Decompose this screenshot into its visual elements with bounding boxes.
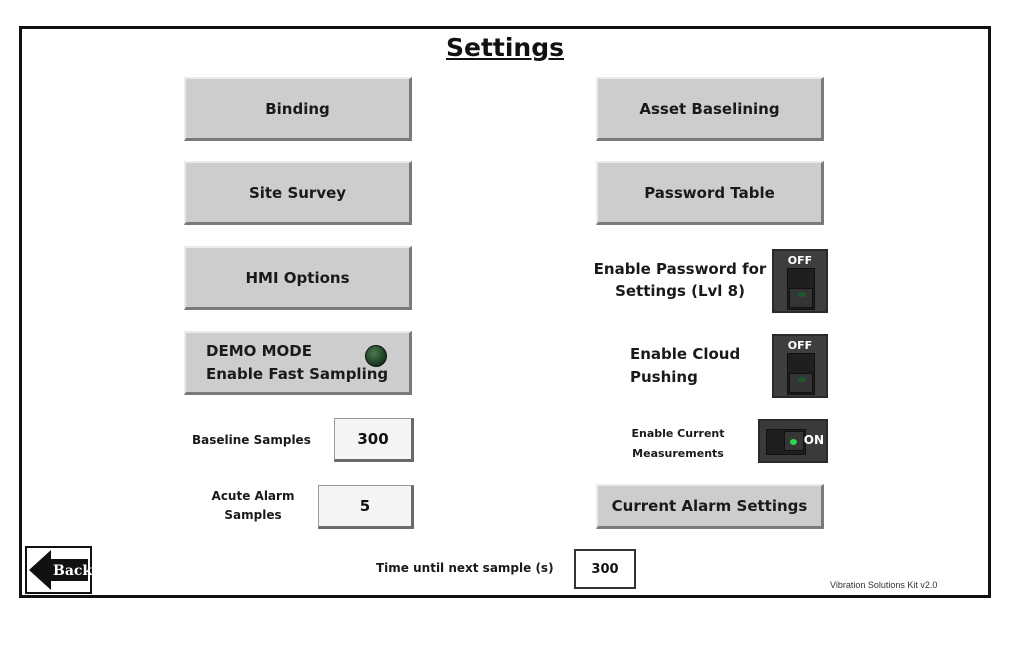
acute-alarm-samples-input[interactable]: 5 xyxy=(318,485,414,529)
toggle-knob xyxy=(784,431,804,451)
back-button-label: Back xyxy=(53,563,93,579)
asset-baselining-button-label: Asset Baselining xyxy=(639,99,780,118)
enable-password-toggle-state: OFF xyxy=(787,254,813,267)
enable-password-label: Enable Password for Settings (Lvl 8) xyxy=(582,258,778,302)
toggle-slot xyxy=(766,429,806,455)
time-until-next-sample-value: 300 xyxy=(574,549,636,589)
acute-alarm-samples-label: Acute Alarm Samples xyxy=(198,487,308,525)
enable-cloud-label-line2: Pushing xyxy=(630,368,698,386)
site-survey-button[interactable]: Site Survey xyxy=(184,161,412,225)
acute-alarm-label-line1: Acute Alarm xyxy=(211,489,295,503)
toggle-knob xyxy=(789,373,813,393)
site-survey-button-label: Site Survey xyxy=(248,183,347,202)
enable-current-toggle-state: ON xyxy=(803,433,824,447)
toggle-led xyxy=(798,377,806,382)
enable-cloud-toggle[interactable]: OFF xyxy=(772,334,828,398)
toggle-led xyxy=(790,439,797,445)
enable-password-toggle[interactable]: OFF xyxy=(772,249,828,313)
baseline-samples-input[interactable]: 300 xyxy=(334,418,414,462)
current-alarm-settings-button-label: Current Alarm Settings xyxy=(611,497,808,515)
acute-alarm-label-line2: Samples xyxy=(224,508,282,522)
demo-mode-indicator-led xyxy=(365,345,387,367)
enable-password-label-line1: Enable Password for xyxy=(593,260,767,278)
toggle-slot xyxy=(787,353,815,395)
enable-cloud-label-line1: Enable Cloud xyxy=(630,345,741,363)
toggle-slot xyxy=(787,268,815,310)
back-arrow-icon xyxy=(29,550,88,590)
enable-current-label-line1: Enable Current xyxy=(631,427,725,440)
enable-current-label-line2: Measurements xyxy=(632,447,724,460)
hmi-options-button-label: HMI Options xyxy=(245,268,350,287)
toggle-led xyxy=(798,292,806,297)
page-title: Settings xyxy=(445,33,564,62)
version-label: Vibration Solutions Kit v2.0 xyxy=(830,580,938,590)
current-alarm-settings-button[interactable]: Current Alarm Settings xyxy=(596,484,824,529)
enable-cloud-label: Enable Cloud Pushing xyxy=(630,343,750,389)
binding-button[interactable]: Binding xyxy=(184,77,412,141)
asset-baselining-button[interactable]: Asset Baselining xyxy=(596,77,824,141)
password-table-button-label: Password Table xyxy=(644,183,775,202)
enable-password-label-line2: Settings (Lvl 8) xyxy=(615,282,745,300)
enable-current-toggle[interactable]: ON xyxy=(758,419,828,463)
back-button[interactable]: Back xyxy=(25,546,92,594)
demo-mode-button[interactable]: DEMO MODE Enable Fast Sampling xyxy=(184,331,412,395)
fast-sampling-label: Enable Fast Sampling xyxy=(206,364,389,383)
baseline-samples-label: Baseline Samples xyxy=(192,433,311,447)
time-until-next-sample-label: Time until next sample (s) xyxy=(376,561,554,575)
demo-mode-label: DEMO MODE xyxy=(206,341,312,360)
binding-button-label: Binding xyxy=(265,99,330,118)
password-table-button[interactable]: Password Table xyxy=(596,161,824,225)
enable-cloud-toggle-state: OFF xyxy=(787,339,813,352)
enable-current-label: Enable Current Measurements xyxy=(608,424,748,464)
toggle-knob xyxy=(789,288,813,308)
settings-screen: Settings Binding Site Survey HMI Options… xyxy=(19,26,991,598)
hmi-options-button[interactable]: HMI Options xyxy=(184,246,412,310)
